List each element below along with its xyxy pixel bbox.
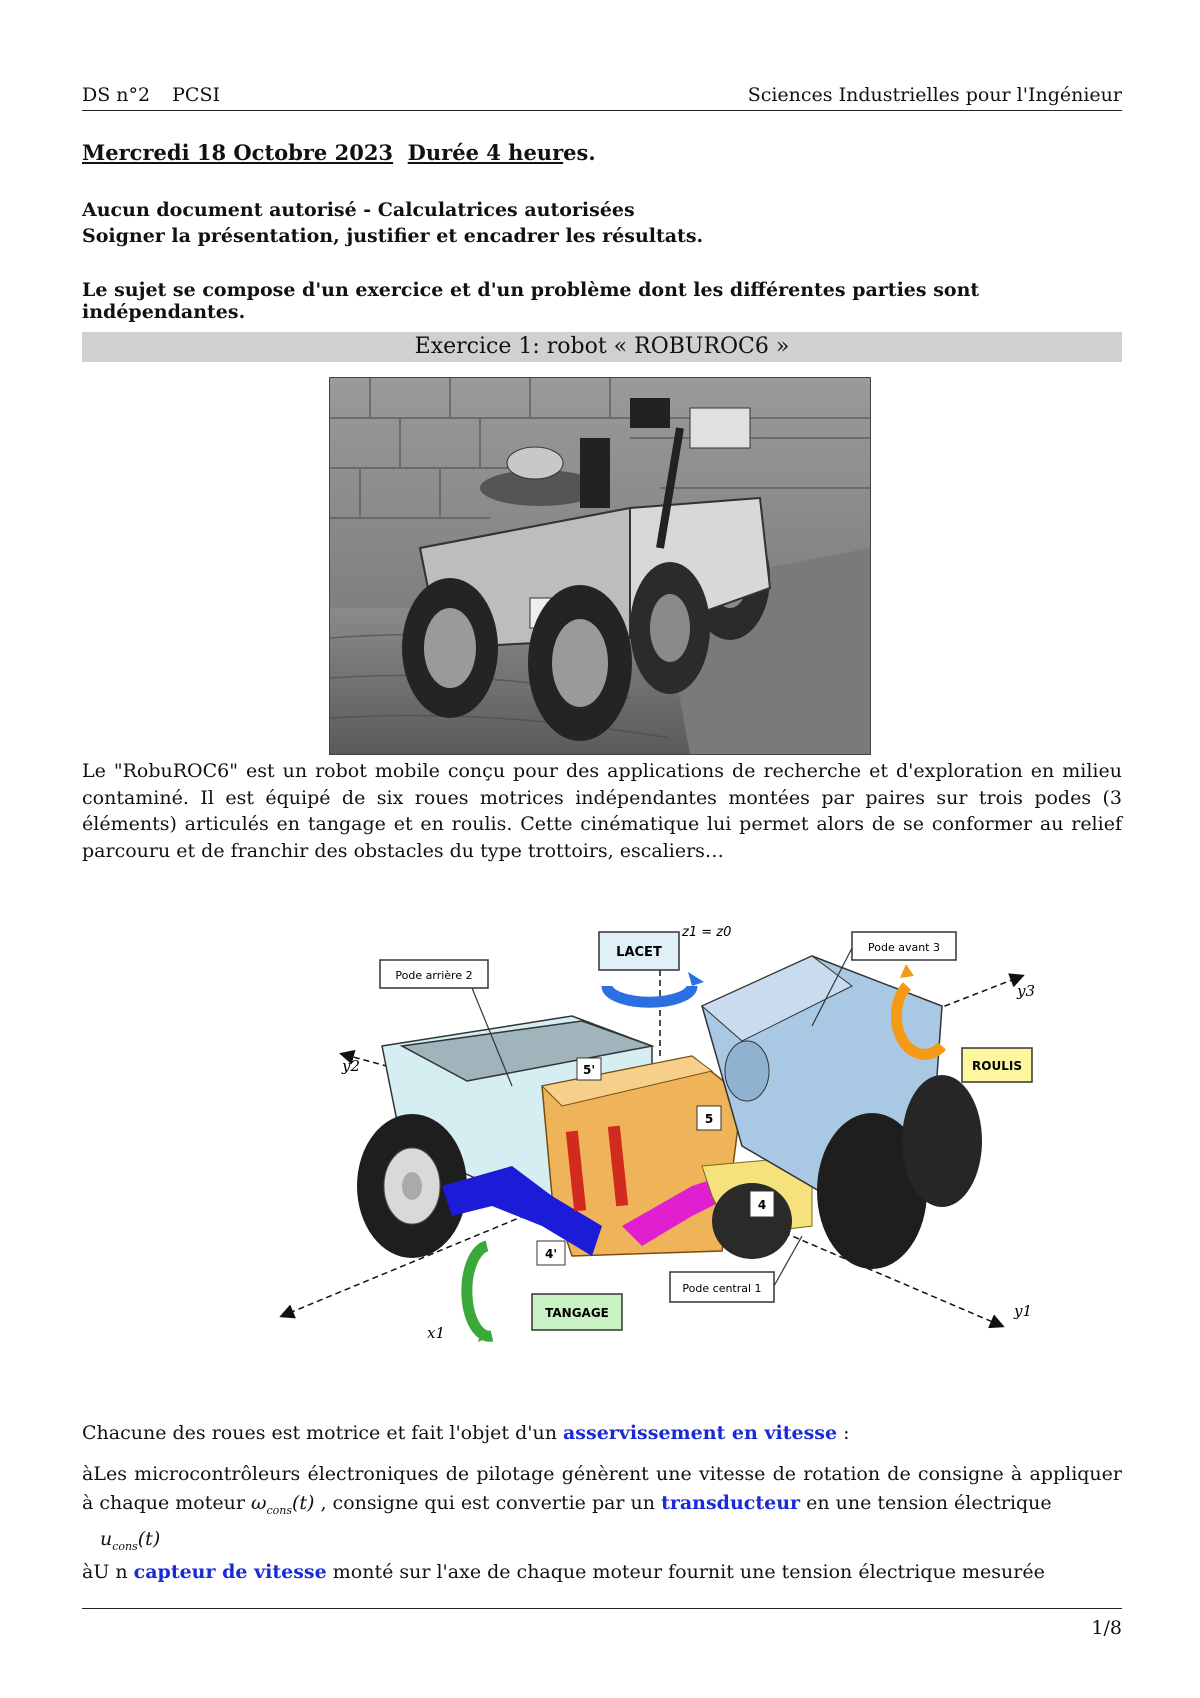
header-class: PCSI [172,84,220,106]
u-symbol: u [100,1527,113,1550]
label-tangage-text: TANGAGE [545,1306,609,1320]
exercise-title-bar: Exercice 1: robot « ROBUROC6 » [82,332,1122,362]
p2-text-c: en une tension électrique [800,1492,1052,1514]
axis-y2-label: y2 [341,1057,360,1075]
axis-y3-label: y3 [1016,982,1035,1000]
robot-photo-drawing [330,378,870,754]
axis-y1-label: y1 [1013,1302,1032,1320]
omega-cons: ωcons(t) [250,1492,315,1517]
exam-duration-tail: es. [563,140,596,165]
exam-date: Mercredi 18 Octobre 2023 [82,140,394,165]
robot-photo [329,377,871,755]
paragraph-microcontroleurs: àLes microcontrôleurs électroniques de p… [82,1460,1122,1561]
label-pode-central-text: Pode central 1 [682,1282,761,1295]
kinematic-diagram-drawing: LACET z1 = z0 Pode avant 3 Pode arrière … [279,925,1035,1342]
label-pode-avant: Pode avant 3 [851,931,957,961]
omega-sub: cons [266,1503,292,1517]
p2-text-b: , consigne qui est convertie par un [314,1492,662,1514]
intro-text: Le "RobuROC6" est un robot mobile conçu … [82,760,1122,862]
label-tangage: TANGAGE [531,1293,623,1331]
label-lacet-text: LACET [616,945,662,960]
intro-paragraph: Le "RobuROC6" est un robot mobile conçu … [82,758,1122,864]
label-lacet: LACET [598,931,680,971]
label-5p-text: 5' [583,1063,595,1077]
header-subject: Sciences Industrielles pour l'Ingénieur [747,84,1122,106]
p1-text-b: : [837,1422,850,1444]
omega-symbol: ω [250,1492,267,1514]
axis-x1-label: x1 [427,1324,445,1342]
rule-documents: Aucun document autorisé - Calculatrices … [82,199,635,221]
label-pode-central: Pode central 1 [669,1271,775,1303]
label-roulis: ROULIS [961,1047,1033,1083]
exam-duration: Durée 4 heur [407,140,564,165]
label-4-text: 4 [758,1198,766,1212]
u-arg: (t) [137,1527,161,1550]
p3-text-a: àU n [82,1561,134,1583]
label-pode-arriere-text: Pode arrière 2 [395,969,472,982]
label-pode-avant-text: Pode avant 3 [868,941,940,954]
u-cons: ucons(t) [100,1527,161,1553]
header-left: DS n°2 PCSI [82,84,220,106]
p2-text-a: àLes microcontrôleurs électroniques de p… [82,1463,1122,1514]
label-pode-arriere: Pode arrière 2 [379,959,489,989]
paragraph-capteur: àU n capteur de vitesse monté sur l'axe … [82,1559,1122,1586]
capteur-link[interactable]: capteur de vitesse [133,1561,327,1583]
rule-structure: Le sujet se compose d'un exercice et d'u… [82,279,980,323]
asservissement-link[interactable]: asservissement en vitesse [562,1422,838,1444]
page-number: 1/8 [1091,1617,1122,1639]
transducteur-link[interactable]: transducteur [661,1492,801,1514]
label-4: 4 [749,1190,775,1218]
rule-presentation: Soigner la présentation, justifier et en… [82,225,704,247]
exam-title: Mercredi 18 Octobre 2023 Durée 4 heures. [82,140,596,165]
u-sub: cons [112,1539,138,1553]
p2-block: àLes microcontrôleurs électroniques de p… [82,1460,1122,1561]
paragraph-asservissement: Chacune des roues est motrice et fait l'… [82,1420,1122,1447]
label-5p: 5' [576,1057,602,1081]
label-5: 5 [696,1105,722,1131]
label-4p: 4' [536,1240,566,1266]
page-header: DS n°2 PCSI Sciences Industrielles pour l… [82,84,1122,111]
label-4p-text: 4' [545,1247,557,1261]
header-exam: DS n°2 [82,84,151,106]
kinematic-diagram: LACET z1 = z0 Pode avant 3 Pode arrière … [252,896,1062,1364]
p3-text-b: monté sur l'axe de chaque moteur fournit… [326,1561,1045,1583]
document-page: DS n°2 PCSI Sciences Industrielles pour l… [82,0,1122,1698]
label-roulis-text: ROULIS [972,1059,1022,1073]
label-5-text: 5 [705,1112,713,1126]
axis-z-label: z1 = z0 [681,925,731,940]
omega-arg: (t) [291,1492,315,1514]
footer-rule [82,1608,1122,1609]
p1-text-a: Chacune des roues est motrice et fait l'… [82,1422,563,1444]
